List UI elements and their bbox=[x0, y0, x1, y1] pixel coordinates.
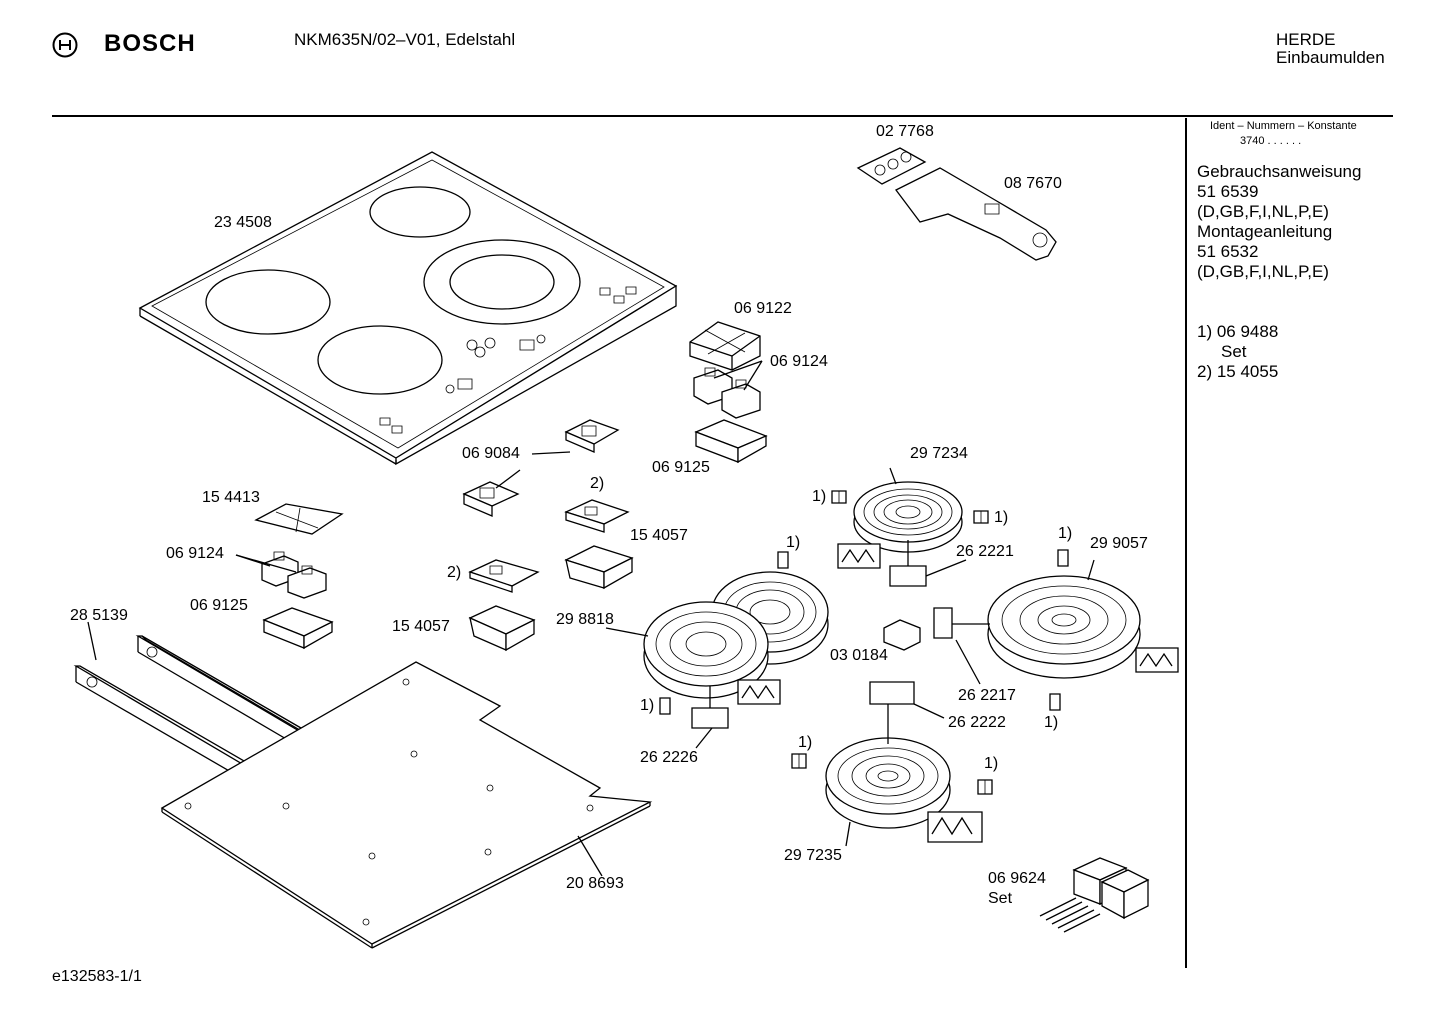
cover-069125-lower bbox=[264, 608, 332, 648]
sidebar-line: Montageanleitung bbox=[1197, 222, 1333, 241]
part-label: Set bbox=[988, 890, 1013, 907]
ident-label: Ident – Nummern – Konstante bbox=[1210, 120, 1357, 132]
part-label: 06 9124 bbox=[770, 353, 828, 370]
heater-298818 bbox=[644, 572, 828, 698]
note-label: 2) bbox=[590, 475, 605, 492]
document-id: e132583-1/1 bbox=[52, 968, 142, 985]
sidebar-note: 1) 06 9488 bbox=[1197, 322, 1279, 341]
part-label: 06 9125 bbox=[190, 597, 248, 614]
thermostat-262217 bbox=[934, 608, 990, 638]
note-label: 2) bbox=[447, 564, 462, 581]
sidebar-line: Gebrauchsanweisung bbox=[1197, 162, 1362, 181]
part-label: 26 2221 bbox=[956, 543, 1014, 560]
part-label: 15 4413 bbox=[202, 489, 260, 506]
part-label: 29 7235 bbox=[784, 847, 842, 864]
note-label: 1) bbox=[812, 488, 827, 505]
heat-symbols bbox=[738, 544, 1178, 842]
cover-069125-upper bbox=[696, 420, 766, 462]
holder-154057-lower bbox=[470, 606, 534, 650]
scraper-tool bbox=[858, 148, 1056, 260]
note-label: 1) bbox=[984, 755, 999, 772]
part-label: 06 9084 bbox=[462, 445, 520, 462]
part-label: 08 7670 bbox=[1004, 175, 1062, 192]
sidebar-line: 51 6532 bbox=[1197, 242, 1259, 261]
part-label: 29 9057 bbox=[1090, 535, 1148, 552]
category-line-2: Einbaumulden bbox=[1276, 48, 1385, 67]
cooktop-glass-panel bbox=[140, 152, 676, 464]
note-label: 1) bbox=[640, 697, 655, 714]
part-label: 26 2222 bbox=[948, 714, 1006, 731]
note-label: 1) bbox=[798, 734, 813, 751]
connector-pair-069124-upper bbox=[694, 368, 760, 418]
part-label: 29 7234 bbox=[910, 445, 968, 462]
part-label: 06 9124 bbox=[166, 545, 224, 562]
switch-block-154413 bbox=[256, 504, 342, 534]
part-label: 03 0184 bbox=[830, 647, 888, 664]
connector-set-069624 bbox=[1040, 858, 1148, 932]
note-label: 1) bbox=[1058, 525, 1073, 542]
part-label: 23 4508 bbox=[214, 214, 272, 231]
thermostat-262226 bbox=[692, 686, 728, 728]
switch-069084-upper bbox=[566, 420, 618, 452]
holder-154057-upper bbox=[566, 500, 628, 532]
sidebar-line: 51 6539 bbox=[1197, 182, 1259, 201]
bosch-logo-icon bbox=[52, 32, 78, 62]
category-line-1: HERDE bbox=[1276, 30, 1336, 49]
note-label: 1) bbox=[786, 534, 801, 551]
sidebar-note: Set bbox=[1221, 342, 1247, 361]
sidebar-note: 2) 15 4055 bbox=[1197, 362, 1279, 381]
part-label: 26 2217 bbox=[958, 687, 1016, 704]
part-label: 06 9125 bbox=[652, 459, 710, 476]
part-label: 02 7768 bbox=[876, 123, 934, 140]
sidebar-line: (D,GB,F,I,NL,P,E) bbox=[1197, 262, 1329, 281]
switch-block-069122 bbox=[690, 322, 760, 370]
part-label: 15 4057 bbox=[392, 618, 450, 635]
thermostat-262221 bbox=[890, 540, 926, 586]
leader-lines bbox=[88, 361, 1094, 876]
part-label: 06 9122 bbox=[734, 300, 792, 317]
sidebar-line: (D,GB,F,I,NL,P,E) bbox=[1197, 202, 1329, 221]
thermostat-262222 bbox=[870, 682, 914, 744]
connector-symbols bbox=[660, 491, 1068, 794]
holder-154057-mid bbox=[566, 546, 632, 588]
part-label: 06 9624 bbox=[988, 870, 1046, 887]
holder-2-left bbox=[470, 560, 538, 592]
heater-299057 bbox=[988, 576, 1140, 678]
switch-069084-lower bbox=[464, 482, 518, 516]
part-label: 20 8693 bbox=[566, 875, 624, 892]
part-label: 28 5139 bbox=[70, 607, 128, 624]
part-label: 29 8818 bbox=[556, 611, 614, 628]
bottom-plate bbox=[162, 662, 650, 948]
part-label: 15 4057 bbox=[630, 527, 688, 544]
part-label: 26 2226 bbox=[640, 749, 698, 766]
connector-pair-069124-lower bbox=[262, 552, 326, 598]
heater-297235 bbox=[826, 738, 950, 828]
note-label: 1) bbox=[994, 509, 1009, 526]
model-title: NKM635N/02–V01, Edelstahl bbox=[294, 30, 516, 49]
note-label: 1) bbox=[1044, 714, 1059, 731]
terminal-block-030184 bbox=[884, 620, 920, 650]
ident-value: 3740 . . . . . . bbox=[1240, 135, 1302, 147]
brand-name: BOSCH bbox=[104, 30, 196, 57]
